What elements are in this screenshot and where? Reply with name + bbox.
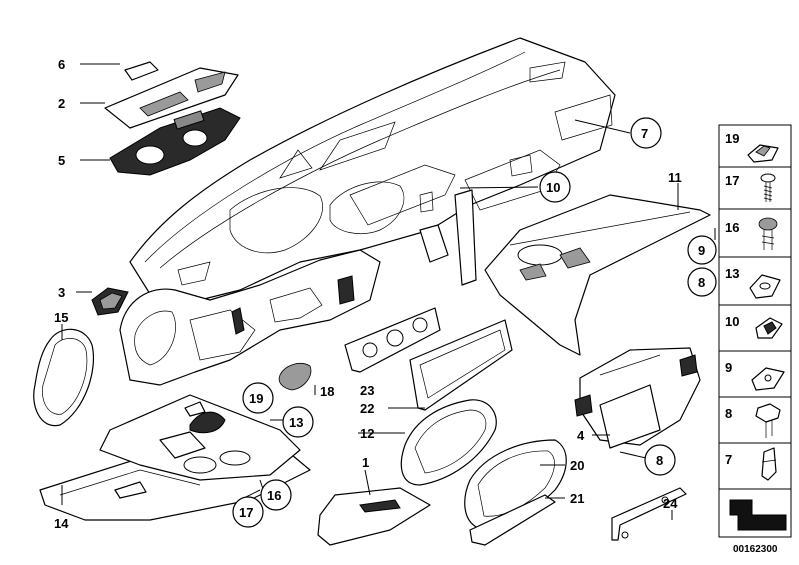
part-3 xyxy=(91,287,129,316)
callout-circle-19 xyxy=(242,382,274,414)
clip-icon xyxy=(747,144,779,163)
part-20 xyxy=(464,439,567,529)
legend-label-16: 16 xyxy=(725,220,739,235)
callout-10: 10 xyxy=(546,180,560,195)
callout-circle-13 xyxy=(282,406,314,438)
callout-8b: 8 xyxy=(656,453,663,468)
part-22 xyxy=(409,319,513,411)
legend-label-19: 19 xyxy=(725,131,739,146)
callout-2: 2 xyxy=(58,96,65,111)
legend-label-13: 13 xyxy=(725,266,739,281)
legend-label-9: 9 xyxy=(725,360,732,375)
legend-label-17: 17 xyxy=(725,173,739,188)
clip-nut-icon xyxy=(751,367,785,391)
callout-22: 22 xyxy=(360,401,374,416)
legend-label-7: 7 xyxy=(725,452,732,467)
fastener-legend: 19 17 16 13 10 9 8 7 xyxy=(718,124,792,538)
diagram-code: 00162300 xyxy=(733,544,778,555)
callout-circle-17 xyxy=(232,496,264,528)
expansion-rivet-icon xyxy=(758,217,778,250)
callout-9: 9 xyxy=(698,243,705,258)
part-5 xyxy=(109,107,241,176)
part-12 xyxy=(400,399,497,486)
callout-24: 24 xyxy=(663,496,678,511)
callout-21: 21 xyxy=(570,491,584,506)
callout-1: 1 xyxy=(362,455,369,470)
instrument-panel xyxy=(119,37,616,386)
screw-icon xyxy=(760,173,776,202)
hex-bolt-icon xyxy=(755,403,781,438)
legend-label-10: 10 xyxy=(725,314,739,329)
plastic-nut-icon xyxy=(755,317,783,339)
shim-icon xyxy=(729,499,787,531)
callout-circle-8b xyxy=(644,444,676,476)
callout-20: 20 xyxy=(570,458,584,473)
part-11 xyxy=(484,194,711,356)
callout-circle-16 xyxy=(260,479,292,511)
legend-cell-17 xyxy=(718,166,792,210)
callout-3: 3 xyxy=(58,285,65,300)
cable-holder-icon xyxy=(761,447,777,481)
callout-11: 11 xyxy=(668,170,682,185)
callout-circle-8 xyxy=(687,267,717,297)
callout-circle-10 xyxy=(539,171,571,203)
callout-5: 5 xyxy=(58,153,65,168)
callout-15: 15 xyxy=(54,310,68,325)
part-6 xyxy=(124,61,159,81)
part-23 xyxy=(344,307,441,373)
callout-16: 16 xyxy=(267,488,281,503)
callout-7: 7 xyxy=(641,126,648,141)
callout-4: 4 xyxy=(577,428,585,443)
part-1 xyxy=(317,487,431,546)
legend-cell-13 xyxy=(718,256,792,306)
callout-23: 23 xyxy=(360,383,374,398)
callout-12: 12 xyxy=(360,426,374,441)
spring-nut-icon xyxy=(749,274,781,299)
callout-circle-7 xyxy=(630,117,662,149)
part-15 xyxy=(33,328,94,427)
callout-6: 6 xyxy=(58,57,65,72)
legend-cell-8 xyxy=(718,396,792,444)
callout-14: 14 xyxy=(54,516,69,531)
callout-18: 18 xyxy=(320,384,334,399)
part-2 xyxy=(104,67,239,129)
callout-17: 17 xyxy=(239,505,253,520)
part-18 xyxy=(278,363,312,391)
legend-cell-7 xyxy=(718,442,792,490)
part-4 xyxy=(574,347,701,449)
part-24 xyxy=(611,487,687,541)
callout-circle-9 xyxy=(687,235,717,265)
callout-13: 13 xyxy=(289,415,303,430)
callout-8: 8 xyxy=(698,275,705,290)
callout-19: 19 xyxy=(249,391,263,406)
part-21 xyxy=(469,494,556,546)
legend-label-8: 8 xyxy=(725,406,732,421)
